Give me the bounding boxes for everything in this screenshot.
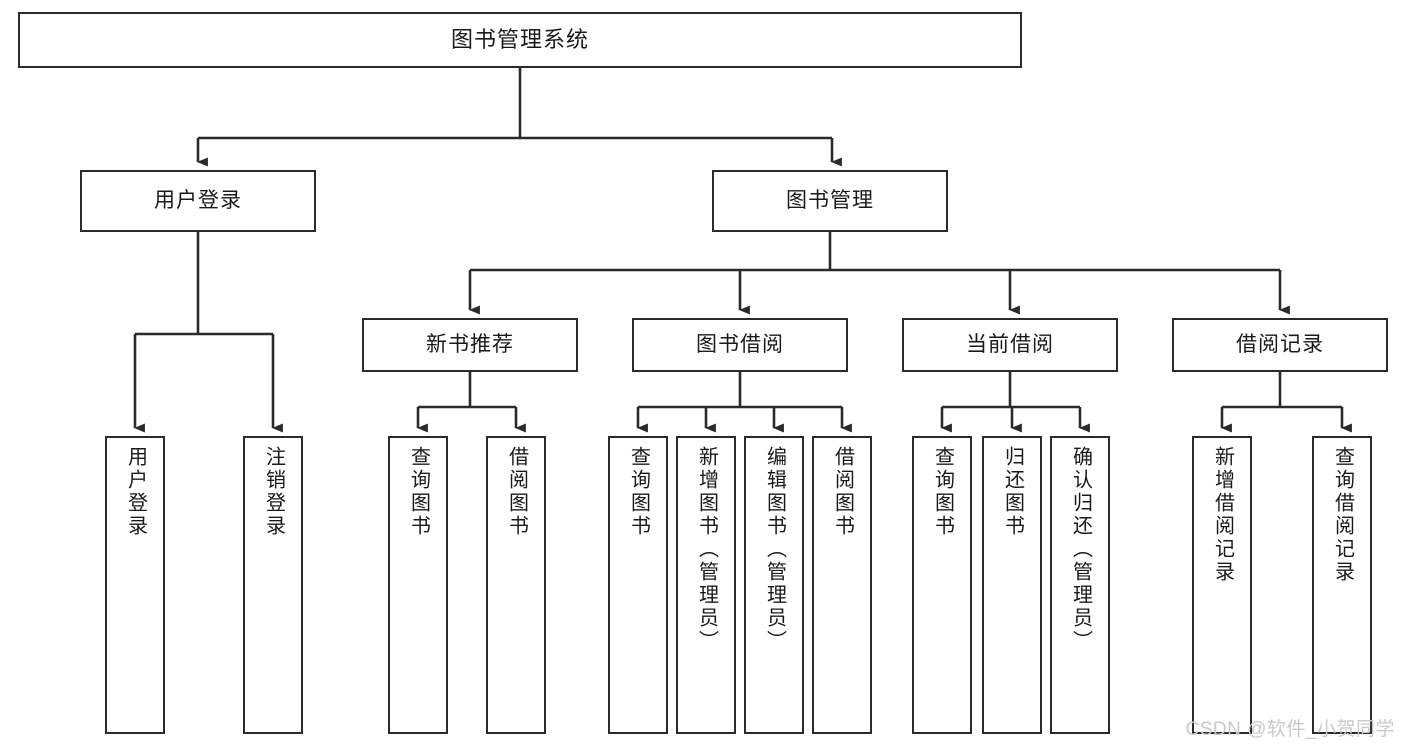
leaf-label: 查询借阅记录 bbox=[1331, 446, 1354, 584]
leaf-label: 新增图书（管理员） bbox=[695, 446, 718, 653]
node-book-management[interactable]: 图书管理 bbox=[712, 170, 948, 232]
leaf-label: 查询图书 bbox=[407, 446, 430, 538]
leaf-borrow-book-new[interactable]: 借阅图书 bbox=[486, 436, 546, 734]
leaf-borrow-book[interactable]: 借阅图书 bbox=[812, 436, 872, 734]
node-user-login[interactable]: 用户登录 bbox=[80, 170, 316, 232]
node-current-borrow[interactable]: 当前借阅 bbox=[902, 318, 1118, 372]
leaf-return-book[interactable]: 归还图书 bbox=[982, 436, 1042, 734]
leaf-logout[interactable]: 注销登录 bbox=[243, 436, 303, 734]
leaf-label: 新增借阅记录 bbox=[1211, 446, 1234, 584]
leaf-edit-book-admin[interactable]: 编辑图书（管理员） bbox=[744, 436, 804, 734]
node-borrow-record-label: 借阅记录 bbox=[1236, 333, 1324, 357]
node-book-management-label: 图书管理 bbox=[786, 189, 874, 213]
leaf-query-book-borrow[interactable]: 查询图书 bbox=[608, 436, 668, 734]
leaf-label: 确认归还（管理员） bbox=[1069, 446, 1092, 653]
leaf-label: 查询图书 bbox=[931, 446, 954, 538]
node-new-book-recommend[interactable]: 新书推荐 bbox=[362, 318, 578, 372]
leaf-label: 用户登录 bbox=[124, 446, 147, 538]
leaf-label: 编辑图书（管理员） bbox=[763, 446, 786, 653]
leaf-add-borrow-record[interactable]: 新增借阅记录 bbox=[1192, 436, 1252, 734]
leaf-query-book-current[interactable]: 查询图书 bbox=[912, 436, 972, 734]
node-new-book-recommend-label: 新书推荐 bbox=[426, 333, 514, 357]
node-current-borrow-label: 当前借阅 bbox=[966, 333, 1054, 357]
watermark: CSDN @软件_小贺同学 bbox=[1185, 719, 1395, 740]
leaf-query-book-new[interactable]: 查询图书 bbox=[388, 436, 448, 734]
node-user-login-label: 用户登录 bbox=[154, 189, 242, 213]
node-borrow-record[interactable]: 借阅记录 bbox=[1172, 318, 1388, 372]
node-book-borrow[interactable]: 图书借阅 bbox=[632, 318, 848, 372]
node-book-borrow-label: 图书借阅 bbox=[696, 333, 784, 357]
leaf-label: 借阅图书 bbox=[831, 446, 854, 538]
leaf-label: 注销登录 bbox=[262, 446, 285, 538]
node-root-label: 图书管理系统 bbox=[450, 26, 589, 52]
leaf-add-book-admin[interactable]: 新增图书（管理员） bbox=[676, 436, 736, 734]
leaf-label: 借阅图书 bbox=[505, 446, 528, 538]
leaf-confirm-return-admin[interactable]: 确认归还（管理员） bbox=[1050, 436, 1110, 734]
leaf-label: 归还图书 bbox=[1001, 446, 1024, 538]
leaf-query-borrow-record[interactable]: 查询借阅记录 bbox=[1312, 436, 1372, 734]
node-root[interactable]: 图书管理系统 bbox=[18, 12, 1022, 68]
leaf-user-login[interactable]: 用户登录 bbox=[105, 436, 165, 734]
leaf-label: 查询图书 bbox=[627, 446, 650, 538]
